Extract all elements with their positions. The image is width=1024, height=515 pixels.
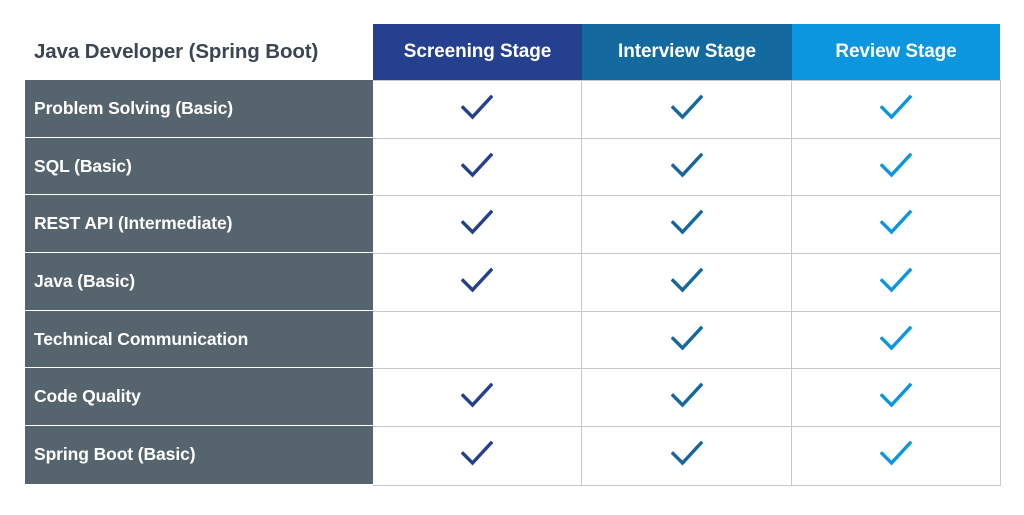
checkmark-icon	[670, 152, 703, 183]
skill-label: Problem Solving (Basic)	[34, 97, 233, 118]
checkmark-icon	[460, 209, 494, 240]
stage-check-cell[interactable]	[373, 196, 582, 254]
stage-check-cell[interactable]	[582, 369, 792, 427]
stage-header-row: Screening Stage Interview Stage Review Sta…	[373, 24, 1000, 80]
checkmark-icon	[670, 382, 703, 413]
stage-check-cell[interactable]	[373, 254, 582, 311]
skill-label: Code Quality	[34, 386, 141, 407]
checkmark-icon	[879, 382, 913, 413]
skill-label-cell[interactable]: SQL (Basic)	[25, 137, 373, 196]
page-title: Java Developer (Spring Boot)	[34, 40, 319, 63]
stage-check-cell[interactable]	[792, 427, 1000, 485]
stage-check-cell[interactable]	[792, 254, 1000, 311]
skill-label-cell[interactable]: REST API (Intermediate)	[25, 195, 373, 254]
skill-label-cell[interactable]: Java (Basic)	[25, 253, 373, 311]
skill-label: SQL (Basic)	[34, 155, 132, 176]
stage-check-cell[interactable]	[373, 427, 582, 485]
stage-check-cell[interactable]	[373, 81, 582, 138]
checkmark-icon	[879, 152, 913, 183]
skill-label: Technical Communication	[34, 328, 249, 349]
stage-header-label: Interview Stage	[618, 41, 756, 62]
checkmark-icon	[460, 440, 494, 471]
checkmark-icon	[879, 267, 913, 298]
skill-label: Java (Basic)	[34, 270, 135, 291]
stage-check-cell[interactable]	[373, 138, 582, 196]
stage-check-cell[interactable]	[582, 81, 792, 138]
stage-header-label: Review Stage	[835, 41, 957, 62]
checkmark-icon	[670, 209, 703, 240]
skill-label: REST API (Intermediate)	[34, 213, 233, 234]
table-row	[373, 311, 1000, 370]
stage-check-cell[interactable]	[373, 311, 582, 369]
skill-label-cell[interactable]: Spring Boot (Basic)	[25, 426, 373, 484]
stage-check-cell[interactable]	[792, 138, 1000, 196]
table-row	[373, 427, 1000, 485]
stage-check-cell[interactable]	[792, 369, 1000, 427]
skill-label-cell[interactable]: Technical Communication	[25, 310, 373, 369]
stage-check-cell[interactable]	[582, 427, 792, 485]
stage-header-3[interactable]: Review Stage	[792, 24, 1000, 80]
stage-check-cell[interactable]	[582, 196, 792, 254]
stage-header-2[interactable]: Interview Stage	[582, 24, 792, 80]
table-row	[373, 369, 1000, 428]
stage-header-1[interactable]: Screening Stage	[373, 24, 582, 80]
stage-check-cell[interactable]	[792, 311, 1000, 369]
checkmark-icon	[670, 325, 703, 356]
stage-check-cell[interactable]	[582, 254, 792, 311]
table-row	[373, 138, 1000, 197]
checkmark-icon	[879, 209, 913, 240]
checkmark-icon	[460, 152, 494, 183]
skill-label-cell[interactable]: Code Quality	[25, 368, 373, 427]
checkmark-icon	[879, 325, 913, 356]
stage-check-cell[interactable]	[582, 311, 792, 369]
table-row	[373, 254, 1000, 312]
table-row	[373, 81, 1000, 139]
checkmark-icon	[670, 267, 703, 298]
checkmark-icon	[879, 440, 913, 471]
checkmark-icon	[670, 440, 703, 471]
stage-check-grid	[373, 80, 1001, 486]
stage-check-cell[interactable]	[792, 81, 1000, 138]
stage-header-label: Screening Stage	[403, 41, 552, 62]
checkmark-icon	[460, 94, 494, 125]
stage-check-cell[interactable]	[373, 369, 582, 427]
checkmark-icon	[460, 267, 494, 298]
skill-label-cell[interactable]: Problem Solving (Basic)	[25, 80, 373, 138]
checkmark-icon	[670, 94, 703, 125]
skill-label-column: Problem Solving (Basic) SQL (Basic) REST A…	[25, 80, 373, 484]
stage-check-cell[interactable]	[792, 196, 1000, 254]
checkmark-icon	[460, 382, 494, 413]
checkmark-icon	[879, 94, 913, 125]
stage-check-cell[interactable]	[582, 138, 792, 196]
table-row	[373, 196, 1000, 255]
skill-label: Spring Boot (Basic)	[34, 444, 196, 465]
